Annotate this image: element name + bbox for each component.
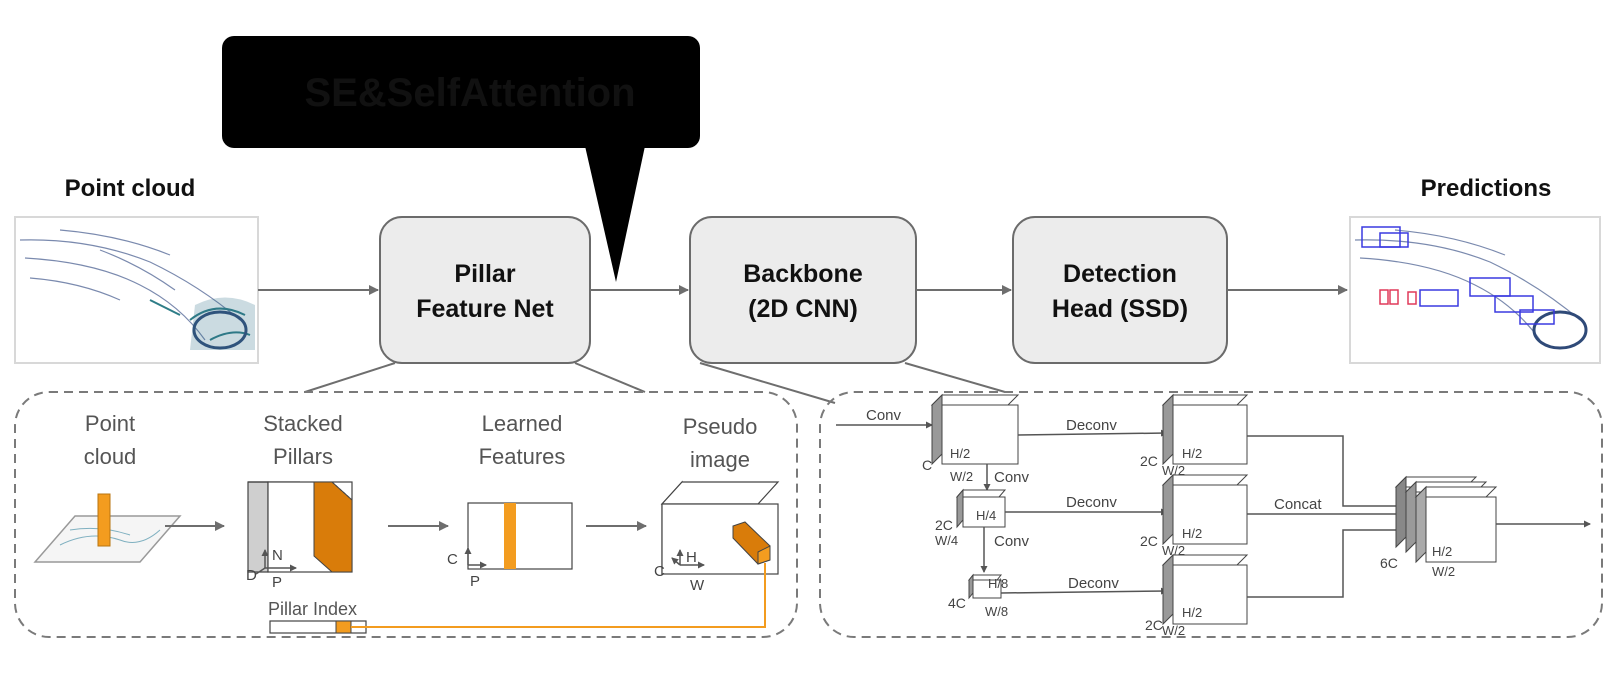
four-c-label: 4C xyxy=(948,595,966,611)
deconv-label-3: Deconv xyxy=(1068,575,1119,592)
two-c-label-b2: 2C xyxy=(935,517,953,533)
h2-label-d2: H/2 xyxy=(1182,526,1202,541)
detail-connectors xyxy=(304,362,1006,404)
pfn-label-line1: Pillar xyxy=(454,260,515,288)
axis-H-pseudo: H xyxy=(686,549,697,566)
h2-label-d3: H/2 xyxy=(1182,605,1202,620)
pillar-index-bar xyxy=(269,563,766,634)
head-label-line2: Head (SSD) xyxy=(1052,295,1188,323)
w2-label-d2: W/2 xyxy=(1162,543,1185,558)
predictions-image xyxy=(1349,216,1601,364)
axis-P-learned: P xyxy=(470,573,480,590)
deconv-block-1: 2C H/2 W/2 xyxy=(1140,393,1249,478)
h8-label: H/8 xyxy=(988,576,1008,591)
deconv-block-2: 2C H/2 W/2 xyxy=(1140,473,1249,558)
h2-label-1: H/2 xyxy=(950,446,970,461)
head-label-line1: Detection xyxy=(1063,260,1177,288)
pillar-feature-net-block: Pillar Feature Net xyxy=(379,216,591,364)
stacked-pillars-cube: D N P xyxy=(246,481,353,591)
learned-features-grid: C P xyxy=(447,502,573,590)
axis-D: D xyxy=(246,567,257,584)
learned-features-label-1: Learned xyxy=(482,411,563,436)
axis-C-pseudo: C xyxy=(654,563,665,580)
stacked-pillars-label-1: Stacked xyxy=(263,411,343,436)
point-cloud-title: Point cloud xyxy=(65,175,196,202)
backbone-label-line1: Backbone xyxy=(743,260,863,288)
concat-block: 6C H/2 W/2 xyxy=(1380,475,1498,579)
conv-label-2: Conv xyxy=(994,469,1030,486)
point-cloud-image xyxy=(14,216,259,364)
stacked-pillars-label-2: Pillars xyxy=(273,444,333,469)
w2-label-d3: W/2 xyxy=(1162,623,1185,638)
learned-features-label-2: Features xyxy=(479,444,566,469)
backbone-detail-panel: Conv C H/2 W/2 Conv 2C H/4 W/4 Conv xyxy=(819,391,1603,638)
callout: SE&SelfAttention xyxy=(222,36,700,282)
conv-block-2: 2C H/4 W/4 xyxy=(935,488,1007,548)
pseudo-image-label-2: image xyxy=(690,447,750,472)
conv-label-1: Conv xyxy=(866,407,902,424)
two-c-label-d2: 2C xyxy=(1140,533,1158,549)
axis-N: N xyxy=(272,547,283,564)
w2-label-d1: W/2 xyxy=(1162,463,1185,478)
axis-C-learned: C xyxy=(447,551,458,568)
w4-label: W/4 xyxy=(935,533,958,548)
deconv-label-2: Deconv xyxy=(1066,494,1117,511)
w2-label-1: W/2 xyxy=(950,469,973,484)
c-label: C xyxy=(922,457,932,473)
predictions-title: Predictions xyxy=(1421,175,1552,202)
axis-W-pseudo: W xyxy=(690,577,705,594)
callout-text: SE&SelfAttention xyxy=(304,71,635,115)
h2-label-d1: H/2 xyxy=(1182,446,1202,461)
conv-label-3: Conv xyxy=(994,533,1030,550)
h4-label: H/4 xyxy=(976,508,996,523)
conv-block-3: 4C H/8 W/8 xyxy=(948,573,1008,619)
pillar-index-label: Pillar Index xyxy=(268,599,357,619)
detection-head-block: Detection Head (SSD) xyxy=(1012,216,1228,364)
pfn-point-cloud-label-1: Point xyxy=(85,411,135,436)
pfn-point-cloud-label-2: cloud xyxy=(84,444,137,469)
two-c-label-d3: 2C xyxy=(1145,617,1163,633)
backbone-block: Backbone (2D CNN) xyxy=(689,216,917,364)
pseudo-image-cube: C H W xyxy=(654,480,780,594)
w2-label-concat: W/2 xyxy=(1432,564,1455,579)
two-c-label-d1: 2C xyxy=(1140,453,1158,469)
deconv-block-3: 2C H/2 W/2 xyxy=(1145,553,1249,638)
conv-block-1: C H/2 W/2 xyxy=(922,393,1020,484)
axis-P: P xyxy=(272,574,282,591)
six-c-label: 6C xyxy=(1380,555,1398,571)
backbone-label-line2: (2D CNN) xyxy=(748,295,858,323)
pfn-point-plane xyxy=(33,493,182,563)
h2-label-concat: H/2 xyxy=(1432,544,1452,559)
pfn-label-line2: Feature Net xyxy=(416,295,554,323)
pseudo-image-label-1: Pseudo xyxy=(683,414,758,439)
pfn-detail-panel: Point cloud Stacked Pillars Learned Feat… xyxy=(14,391,798,638)
concat-label: Concat xyxy=(1274,496,1322,513)
deconv-label-1: Deconv xyxy=(1066,417,1117,434)
w8-label: W/8 xyxy=(985,604,1008,619)
